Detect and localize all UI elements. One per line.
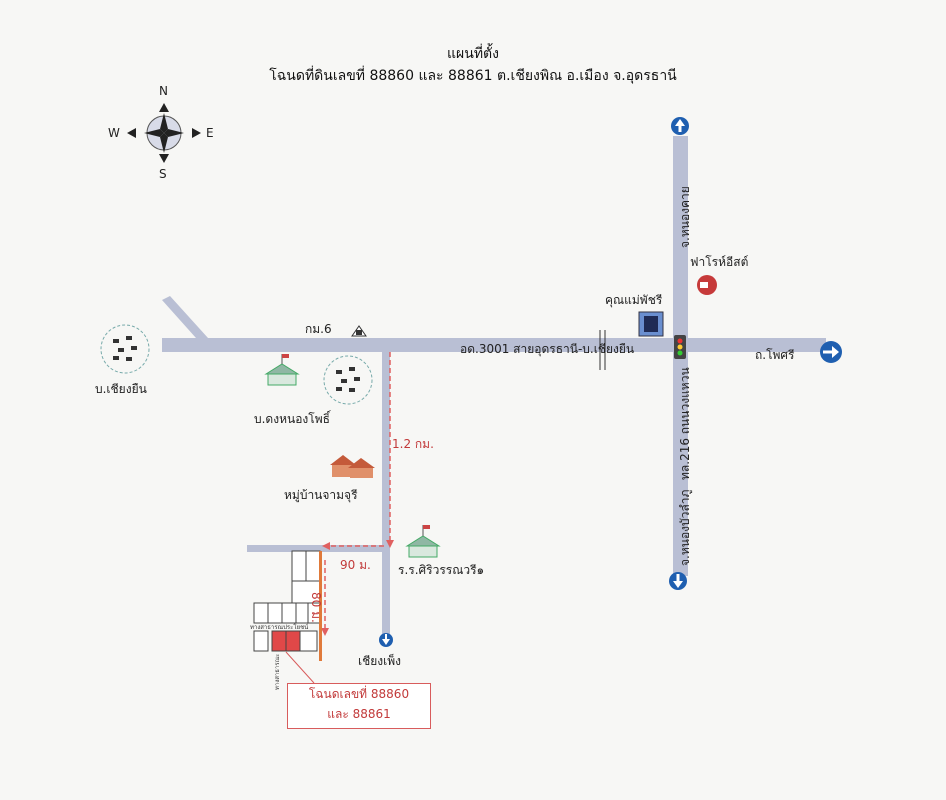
page-title: แผนที่ตั้ง bbox=[447, 46, 499, 62]
public-side-label: ทางสาธารณะ bbox=[274, 653, 281, 690]
khun-mae-label: คุณแม่พัชรี bbox=[605, 293, 663, 307]
far-rohi-label: ฟาโรห์อีสต์ bbox=[690, 255, 749, 269]
plot-88860 bbox=[271, 630, 287, 652]
pho-si-label: ถ.โพศรี bbox=[755, 348, 795, 362]
page-subtitle: โฉนดที่ดินเลขที่ 88860 และ 88861 ต.เชียง… bbox=[269, 68, 677, 84]
nong-khai-label: จ.หนองคาย bbox=[678, 186, 692, 248]
deed-line2: และ 88861 bbox=[327, 707, 391, 721]
deed-number-box: โฉนดเลขที่ 88860 และ 88861 bbox=[287, 683, 431, 729]
km-marker-icon bbox=[351, 325, 367, 337]
ban-dong-label: บ.ดงหนองโพธิ์ bbox=[254, 412, 330, 426]
dist-80m-label: 80 ม. bbox=[309, 592, 323, 623]
road-3001 bbox=[162, 338, 826, 352]
spur-road bbox=[162, 296, 208, 338]
dist-90m-label: 90 ม. bbox=[340, 558, 371, 572]
arrow-down-small-icon bbox=[379, 633, 393, 647]
km6-label: กม.6 bbox=[305, 322, 332, 336]
road-216-label: ทล.216 ถนนวงแหวน bbox=[678, 367, 692, 480]
arrow-up-icon bbox=[671, 117, 689, 135]
business-icon bbox=[697, 275, 717, 295]
compass-n: N bbox=[159, 84, 168, 98]
moo-ban-label: หมู่บ้านจามจุรี bbox=[284, 488, 358, 502]
land-plots bbox=[253, 550, 321, 652]
compass-w: W bbox=[108, 126, 120, 140]
arrow-right-icon bbox=[820, 341, 842, 363]
public-road-label: ทางสาธารณประโยชน์ bbox=[250, 624, 309, 631]
chiang-pheng-label: เชียงเพ็ง bbox=[358, 654, 402, 668]
side-road bbox=[247, 545, 382, 552]
compass-e: E bbox=[206, 126, 214, 140]
ban-chiang-yuen-label: บ.เชียงยืน bbox=[95, 382, 147, 396]
school-icon-siriwan bbox=[405, 525, 441, 558]
house-icon bbox=[330, 455, 375, 478]
village-icon-left bbox=[100, 324, 150, 374]
nong-bua-label: จ.หนองบัวลำภู bbox=[678, 489, 692, 566]
plot-edge bbox=[319, 551, 322, 661]
dist-12km-label: 1.2 กม. bbox=[392, 437, 434, 451]
compass-icon bbox=[127, 103, 201, 163]
compass-s: S bbox=[159, 167, 167, 181]
plot-88861 bbox=[285, 630, 301, 652]
arrow-down-icon bbox=[669, 572, 687, 590]
village-icon-right bbox=[323, 355, 373, 405]
school-icon-dong bbox=[264, 354, 300, 386]
road-chiang-pheng bbox=[382, 352, 390, 634]
building-icon bbox=[638, 311, 664, 337]
road-3001-label: อด.3001 สายอุดรธานี-บ.เชียงยืน bbox=[460, 342, 635, 356]
school-label: ร.ร.ศิริวรรณวรี๑ bbox=[398, 563, 485, 577]
deed-line1: โฉนดเลขที่ 88860 bbox=[308, 687, 410, 701]
